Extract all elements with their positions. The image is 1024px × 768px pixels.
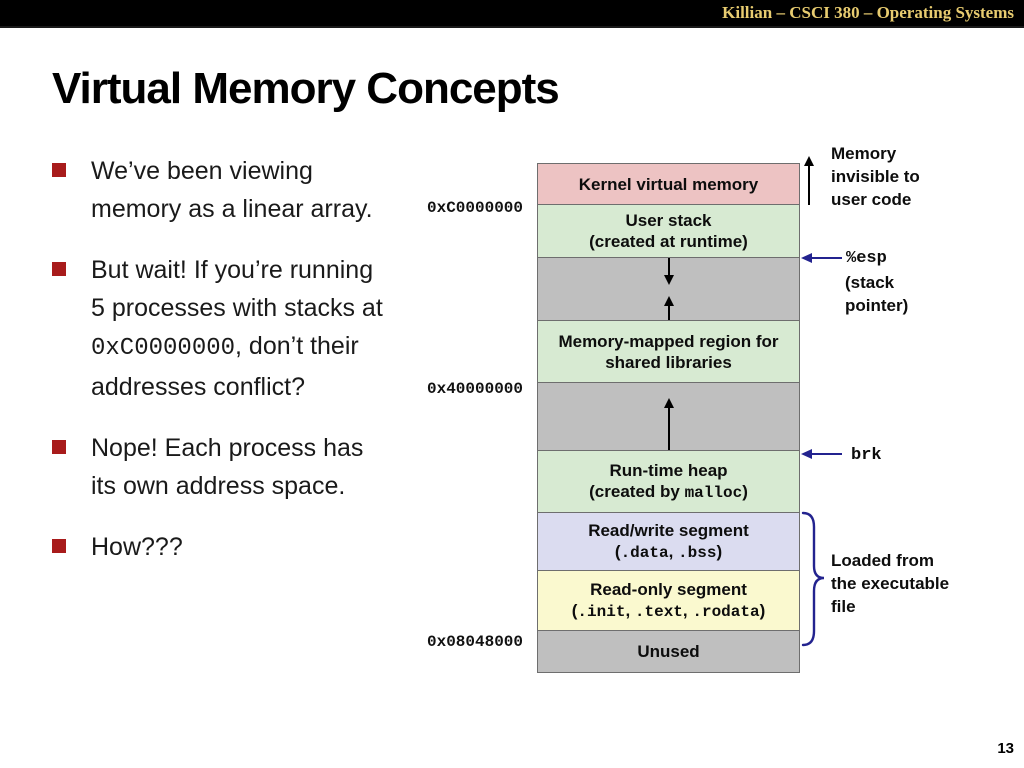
memory-box-label: shared libraries [605,352,732,372]
address-label-text-start: 0x08048000 [426,633,523,651]
bullet-marker [52,440,66,454]
bullet-item: But wait! If you’re running 5 processes … [52,251,412,406]
memory-box-ro-segment: Read-only segment (.init, .text, .rodata… [537,570,800,631]
address-label-mmap-boundary: 0x40000000 [426,380,523,398]
memory-box-label: Run-time heap [609,460,728,480]
esp-label: %esp [846,249,887,268]
bullet-marker [52,262,66,276]
memory-box-heap-growth-gap [537,382,800,451]
up-arrow [663,296,674,320]
label-segment-mono: .init [577,602,626,621]
bullet-text-pre: But wait! If you’re running 5 processes … [91,256,383,322]
memory-box-label: (.data, .bss) [615,541,722,564]
label-segment: , [668,541,679,561]
bullet-item: How??? [52,528,412,566]
memory-box-user-stack: User stack (created at runtime) [537,204,800,258]
label-segment: ( [571,600,578,620]
memory-box-mmap-region: Memory-mapped region for shared librarie… [537,320,800,383]
up-arrow [663,398,674,450]
memory-box-label: Read/write segment [588,520,749,540]
label-segment-mono: .data [620,543,669,562]
label-segment-mono: .bss [678,543,717,562]
down-arrow [663,258,674,285]
bullet-text: But wait! If you’re running 5 processes … [91,251,391,406]
memory-box-label: (created by malloc) [589,481,748,504]
label-segment: , [625,600,635,620]
esp-sublabel: (stack pointer) [845,273,909,315]
label-segment: ) [759,600,766,620]
page-number: 13 [997,740,1014,757]
memory-box-label: (.init, .text, .rodata) [572,600,766,623]
loaded-from-note: Loaded from the executable file [831,551,950,616]
label-segment-mono: .rodata [692,602,760,621]
brk-label: brk [851,446,882,465]
label-segment: ) [742,481,748,501]
bullet-marker [52,539,66,553]
memory-box-stack-growth-gap [537,257,800,321]
course-label: Killian – CSCI 380 – Operating Systems [722,3,1014,22]
memory-box-rw-segment: Read/write segment (.data, .bss) [537,512,800,571]
esp-pointer-arrow [801,253,842,263]
address-label-kernel-boundary: 0xC0000000 [426,199,523,217]
memory-box-runtime-heap: Run-time heap (created by malloc) [537,450,800,513]
label-segment: (created by [589,481,685,501]
bullet-text: How??? [91,533,183,561]
bullet-text: Nope! Each process has its own address s… [91,434,364,500]
page-title: Virtual Memory Concepts [52,64,560,113]
bullet-item: We’ve been viewing memory as a linear ar… [52,152,412,228]
label-segment: ( [614,541,621,561]
bullet-text-address: 0xC0000000 [91,335,236,362]
memory-box-label: (created at runtime) [589,232,748,251]
memory-box-label: Unused [637,642,700,661]
memory-box-unused: Unused [537,630,800,673]
bullet-text-post: , don’t their addresses conflict? [91,332,359,401]
memory-invisible-note: Memory invisible to user code [831,144,920,209]
memory-box-label: Read-only segment [590,579,747,599]
header-bar: Killian – CSCI 380 – Operating Systems [0,0,1024,28]
loaded-brace [801,511,825,647]
memory-diagram: Kernel virtual memory User stack (create… [537,163,800,673]
bullet-item: Nope! Each process has its own address s… [52,429,412,505]
bullet-text: We’ve been viewing memory as a linear ar… [91,157,373,223]
label-segment: , [682,600,693,620]
memory-box-kernel: Kernel virtual memory [537,163,800,205]
memory-box-label: Kernel virtual memory [578,174,759,194]
kernel-up-arrow [804,156,814,205]
memory-box-label: User stack [625,211,712,230]
label-segment-mono: malloc [684,483,743,502]
memory-box-label: Memory-mapped region for [558,331,779,351]
label-segment: ) [716,541,723,561]
label-segment-mono: .text [634,602,683,621]
bullet-marker [52,163,66,177]
bullet-list: We’ve been viewing memory as a linear ar… [52,152,412,589]
brk-pointer-arrow [801,449,842,459]
